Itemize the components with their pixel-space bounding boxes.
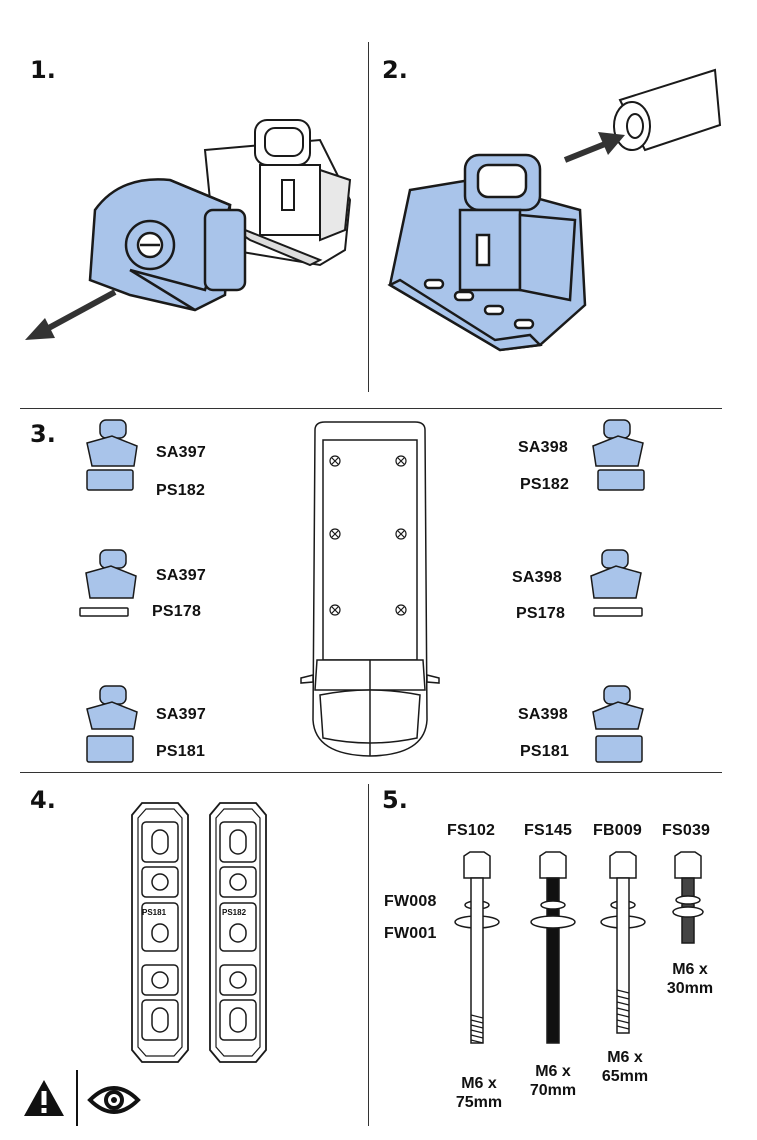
van-top-view: [300, 421, 440, 757]
bolt-dim-4-line1: M6 x: [672, 961, 708, 978]
bolt-dim-1-line1: M6 x: [461, 1075, 497, 1092]
bolt-fs039: [672, 851, 704, 944]
step3-left-sa-3: SA397: [156, 706, 206, 723]
step3-left-ps-3: PS181: [156, 743, 206, 760]
warning-triangle-icon: [24, 1080, 64, 1116]
step3-left-sa-1: SA397: [156, 444, 206, 461]
step3-left-part-1-icon: [86, 419, 138, 491]
pad-right-label: PS182: [222, 908, 247, 917]
washer-code-1: FW008: [384, 893, 437, 910]
eye-icon: [87, 1086, 141, 1114]
bolt-dim-3-line1: M6 x: [607, 1049, 643, 1066]
bolt-fb009: [600, 851, 646, 1034]
divider-top-vertical: [368, 42, 369, 392]
washer-code-2: FW001: [384, 925, 437, 942]
divider-bottom-vertical: [368, 784, 369, 1126]
step3-right-sa-1: SA398: [518, 439, 568, 456]
bolt-dim-2-line2: 70mm: [529, 1082, 577, 1099]
bolt-dim-2: M6 x 70mm: [518, 1062, 588, 1100]
bolt-dim-1: M6 x 75mm: [444, 1074, 514, 1112]
bolt-dim-4: M6 x 30mm: [655, 960, 725, 998]
step3-left-sa-2: SA397: [156, 567, 206, 584]
step-5-label: 5.: [382, 786, 408, 814]
step3-left-ps-1: PS182: [156, 482, 206, 499]
bolt-dim-2-line1: M6 x: [535, 1063, 571, 1080]
step1-illustration: [25, 119, 352, 340]
pad-left-label: PS181: [142, 908, 167, 917]
bolt-code-1: FS102: [447, 822, 496, 839]
bolt-code-2: FS145: [524, 822, 573, 839]
bolt-code-3: FB009: [593, 822, 643, 839]
step-3-label: 3.: [30, 420, 56, 448]
divider-row1: [20, 408, 722, 409]
bolt-dim-3: M6 x 65mm: [590, 1048, 660, 1086]
step3-left-part-2-icon: [79, 549, 137, 617]
step3-right-ps-1: PS182: [520, 476, 570, 493]
bolt-dim-1-line2: 75mm: [455, 1094, 503, 1111]
bolt-code-4: FS039: [662, 822, 711, 839]
pad-right-ps182: [209, 802, 267, 1063]
step3-left-part-3-icon: [86, 685, 138, 763]
step3-right-part-1-icon: [592, 419, 645, 491]
step-2-label: 2.: [382, 56, 408, 84]
bolt-dim-3-line2: 65mm: [601, 1068, 649, 1085]
step-1-label: 1.: [30, 56, 56, 84]
pad-left-ps181: [131, 802, 189, 1063]
step3-right-part-3-icon: [592, 685, 644, 763]
step3-right-ps-3: PS181: [520, 743, 570, 760]
bolt-fs102: [454, 851, 500, 1044]
step-4-label: 4.: [30, 786, 56, 814]
step3-left-ps-2: PS178: [152, 603, 202, 620]
bolt-dim-4-line2: 30mm: [666, 980, 714, 997]
step3-right-part-2-icon: [590, 549, 643, 617]
divider-row2: [20, 772, 722, 773]
step2-illustration: [387, 68, 722, 352]
bolt-fs145: [530, 851, 576, 1044]
step3-right-ps-2: PS178: [516, 605, 566, 622]
icon-separator: [76, 1070, 78, 1126]
step3-right-sa-3: SA398: [518, 706, 568, 723]
step3-right-sa-2: SA398: [512, 569, 562, 586]
